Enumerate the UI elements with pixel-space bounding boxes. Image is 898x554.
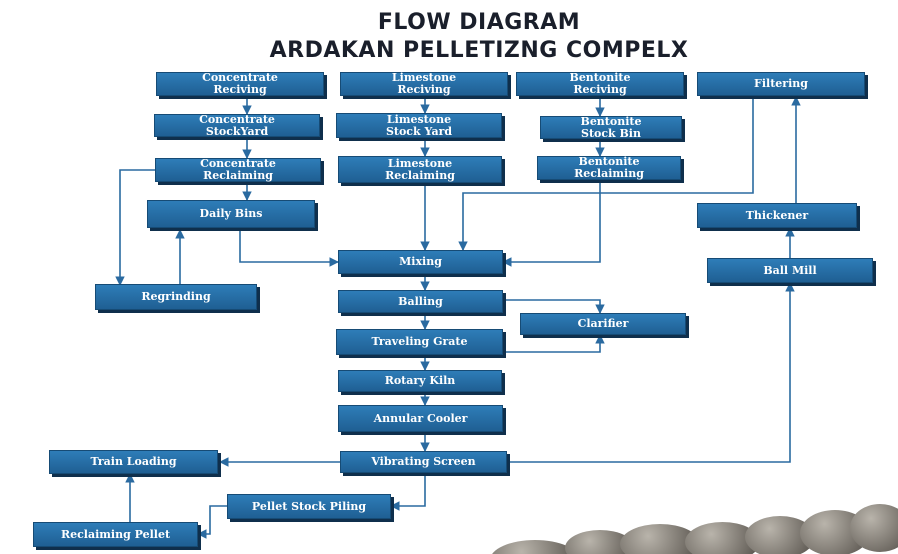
limestone-stock-yard-box: Limestone Stock Yard: [336, 113, 502, 138]
regrinding-box: Regrinding: [95, 284, 257, 310]
annular-cooler-box: Annular Cooler: [338, 405, 503, 432]
bentonite-reciving-box: Bentonite Reciving: [516, 72, 684, 96]
arrow-vibrating-screen-to-pellet-stock-piling: [390, 473, 426, 511]
concentrate-stockyard-box: Concentrate StockYard: [154, 113, 320, 137]
concentrate-reciving-box: Concentrate Reciving: [156, 72, 324, 96]
bentonite-stock-bin-box: Bentonite Stock Bin: [540, 115, 682, 139]
diagram-title: FLOW DIAGRAM: [377, 10, 581, 35]
arrow-bent-reclaiming-to-mixing: [502, 180, 601, 267]
diagram-subtitle: ARDAKAN PELLETIZNG COMPELX: [269, 38, 689, 63]
thickener-box: Thickener: [697, 203, 857, 228]
arrow-balling-to-clarifier: [503, 299, 605, 314]
traveling-grate-box: Traveling Grate: [336, 329, 503, 355]
limestone-reclaiming-box: Limestone Reclaiming: [338, 156, 502, 183]
clarifier-box: Clarifier: [520, 313, 686, 335]
balling-box: Balling: [338, 290, 503, 313]
bentonite-reclaiming-box: Bentonite Reclaiming: [537, 156, 681, 180]
pellets-photo: [470, 500, 898, 554]
concentrate-reclaiming-box: Concentrate Reclaiming: [155, 158, 321, 182]
ball-mill-box: Ball Mill: [707, 258, 873, 283]
arrow-traveling-grate-to-clarifier: [503, 334, 605, 353]
limestone-reciving-box: Limestone Reciving: [340, 72, 508, 96]
arrow-conc-reclaiming-to-regrinding: [115, 169, 155, 286]
train-loading-box: Train Loading: [49, 450, 218, 474]
arrow-dailybins-to-mixing: [239, 228, 339, 267]
pellet-stock-piling-box: Pellet Stock Piling: [227, 494, 391, 519]
vibrating-screen-box: Vibrating Screen: [340, 451, 507, 473]
filtering-box: Filtering: [697, 72, 865, 96]
arrow-filtering-to-mixing: [458, 96, 754, 251]
arrow-vibrating-screen-to-ball-mill: [507, 282, 795, 463]
mixing-box: Mixing: [338, 250, 503, 274]
reclaiming-pellet-box: Reclaiming Pellet: [33, 522, 198, 547]
rotary-kiln-box: Rotary Kiln: [338, 370, 502, 392]
daily-bins-box: Daily Bins: [147, 200, 315, 228]
